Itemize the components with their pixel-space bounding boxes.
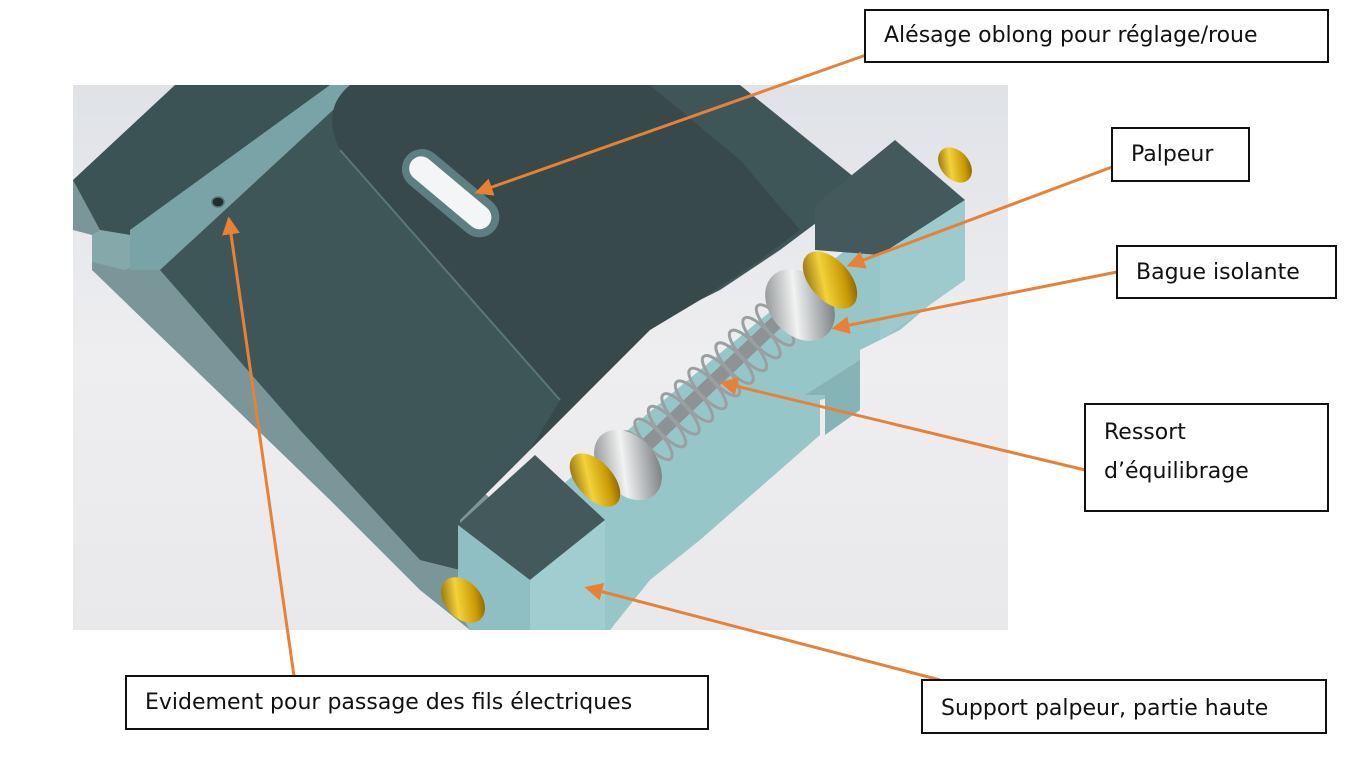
probe-pin-top-right [938, 147, 972, 183]
callout-support: Support palpeur, partie haute [921, 679, 1327, 734]
leader-lines [222, 53, 1118, 682]
spring-assembly [441, 147, 972, 623]
callout-ressort: Ressort d’équilibrage [1084, 403, 1329, 512]
callout-palpeur: Palpeur [1111, 127, 1250, 182]
callout-evidement-text: Evidement pour passage des fils électriq… [145, 690, 633, 715]
leader-palpeur [846, 165, 1113, 269]
callout-ressort-line1: Ressort [1104, 420, 1186, 445]
right-step-face [805, 360, 860, 435]
callout-ressort-line2: d’équilibrage [1104, 459, 1249, 484]
leader-evidement [222, 216, 296, 677]
oblong-slot [401, 149, 500, 238]
leader-alesage [474, 53, 867, 196]
callout-palpeur-text: Palpeur [1131, 142, 1214, 167]
upper-brass-washer [802, 251, 858, 309]
wire-hole [211, 196, 225, 208]
clamp-block-face-left [530, 520, 605, 630]
leader-ressort [719, 377, 1086, 472]
callout-support-text: Support palpeur, partie haute [941, 696, 1269, 721]
clamp-block-face-right [880, 200, 965, 340]
probe-pin-bottom-left [441, 577, 485, 623]
clamp-block-top-right [815, 140, 965, 255]
tongue-edge [339, 149, 561, 401]
leader-bague [831, 270, 1118, 335]
support-part [73, 85, 965, 630]
spring-rod [613, 293, 807, 477]
callout-bague-isolante: Bague isolante [1116, 245, 1337, 299]
clamp-block-top-left [458, 455, 605, 580]
back-block-top [73, 85, 330, 240]
leader-support [584, 582, 941, 682]
callout-alesage: Alésage oblong pour réglage/roue [864, 9, 1329, 63]
lower-brass-washer [569, 453, 621, 507]
callout-bague-text: Bague isolante [1136, 260, 1300, 285]
callout-alesage-text: Alésage oblong pour réglage/roue [884, 23, 1258, 48]
rail-face [130, 85, 360, 270]
callout-evidement: Evidement pour passage des fils électriq… [125, 675, 709, 730]
